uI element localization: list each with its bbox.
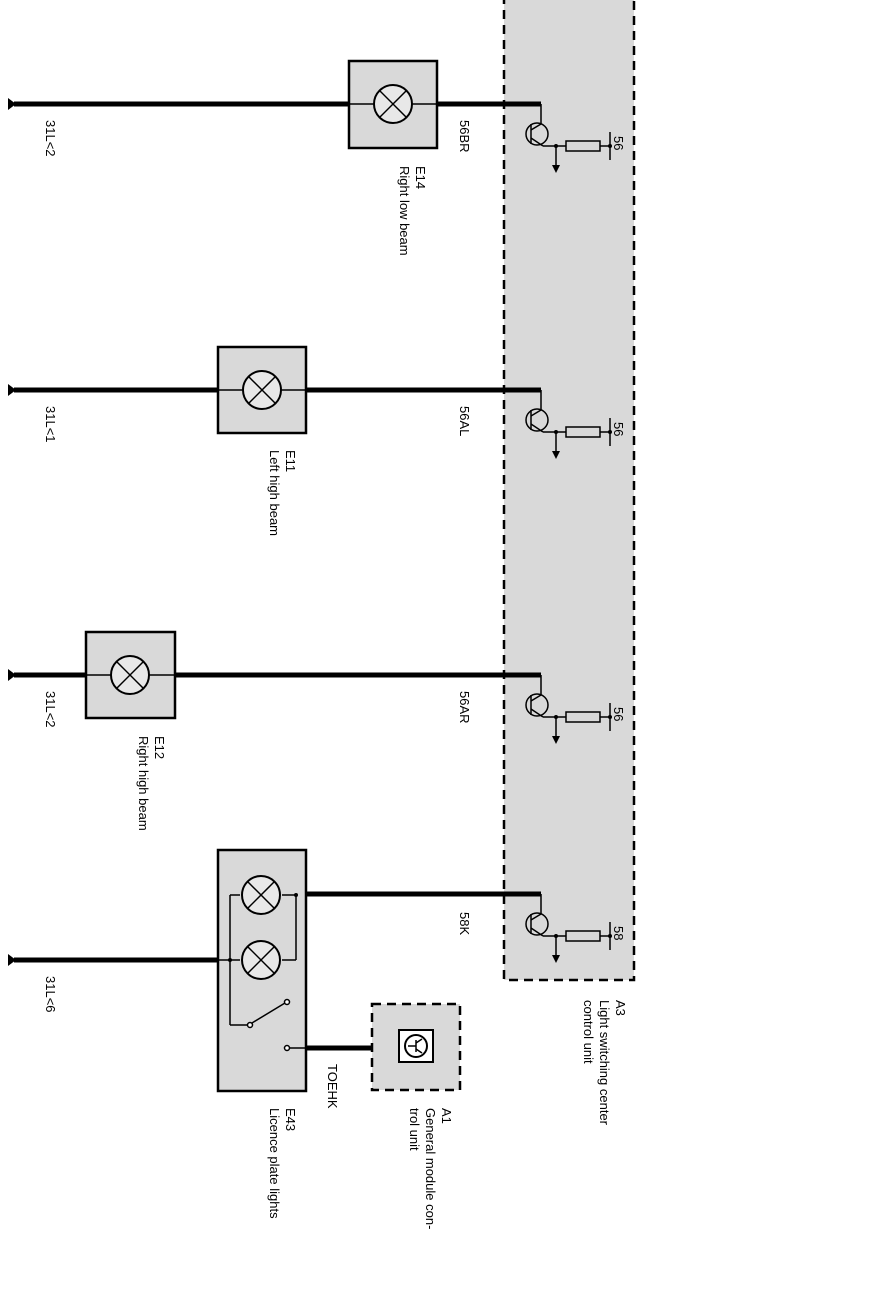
ground-label: 31L<6 [43,976,58,1013]
ground-arrow [8,954,16,966]
wire-label: 56AL [457,406,472,436]
ground-arrow [8,384,16,396]
a3-name-line2: control unit [581,1000,596,1064]
pin-label: 58 [611,926,626,940]
a1-name-line2: trol unit [407,1108,422,1151]
transistor-icon [525,122,549,146]
a3-module-box [502,0,636,982]
wire-label: 58K [457,912,472,935]
circuit-e11: 31L<1 E11 Left high beam 56AL 56 [8,345,626,536]
transistor-icon [525,408,549,432]
lamp-name: Left high beam [267,450,282,536]
ground-label: 31L<2 [43,120,58,157]
a1-id: A1 [439,1108,454,1124]
transistor-icon [525,912,549,936]
pin-label: 56 [611,422,626,436]
circuit-e14: 31L<2 E14 Right low beam 56BR 56 [8,59,626,256]
lamp-name: Right high beam [136,736,151,831]
circuit-e43: 31L<6 E43 Licence plate lights 58K 58 [8,848,626,1219]
lamp-id: E11 [283,450,298,472]
wire-label: 56BR [457,120,472,153]
lamp-name: Right low beam [397,166,412,256]
circuit-e12: 31L<2 E12 Right high beam 56AR 56 [8,630,626,831]
ground-arrow [8,98,16,110]
a3-id: A3 [613,1000,628,1016]
ground-arrow [8,669,16,681]
ground-label: 31L<2 [43,691,58,728]
lamp-name: Licence plate lights [267,1108,282,1219]
a1-name-line1: General module con- [423,1108,438,1229]
a3-name-line1: Light switching center [597,1000,612,1126]
pin-label: 56 [611,707,626,721]
lamp-id: E12 [152,736,167,759]
lamp-id: E43 [283,1108,298,1131]
pin-label: 56 [611,136,626,150]
lamp-id: E14 [413,166,428,189]
switch-icon [251,1002,286,1024]
transistor-icon [525,693,549,717]
ground-label: 31L<1 [43,406,58,443]
toehk-label: TOEHK [325,1064,340,1109]
wire-label: 56AR [457,691,472,724]
